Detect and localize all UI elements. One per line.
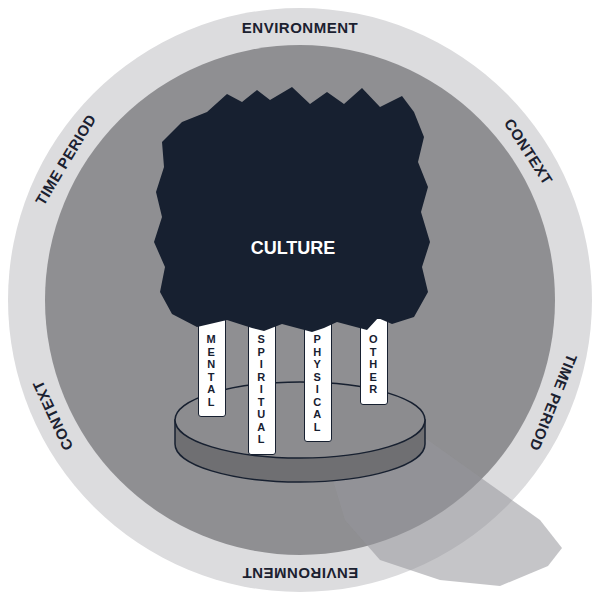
node-title: CULTURE (251, 238, 336, 259)
pillar-label: SPIRITUAL (253, 333, 269, 446)
pillar-label: MENTAL (203, 333, 219, 408)
canopy-shape (152, 82, 434, 334)
culture-canopy: CULTURE (152, 82, 434, 334)
pillar: SPIRITUAL (248, 318, 277, 455)
outer-ring (8, 8, 592, 592)
ring-label: ENVIRONMENT (242, 19, 358, 36)
pillar: PHYSICAL (304, 318, 333, 442)
pillar-label: PHYSICAL (309, 333, 325, 433)
pillar: OTHER (360, 318, 389, 405)
pillar: MENTAL (198, 318, 227, 417)
pillar-label: OTHER (365, 333, 381, 396)
ring-label: ENVIRONMENT (242, 565, 358, 582)
